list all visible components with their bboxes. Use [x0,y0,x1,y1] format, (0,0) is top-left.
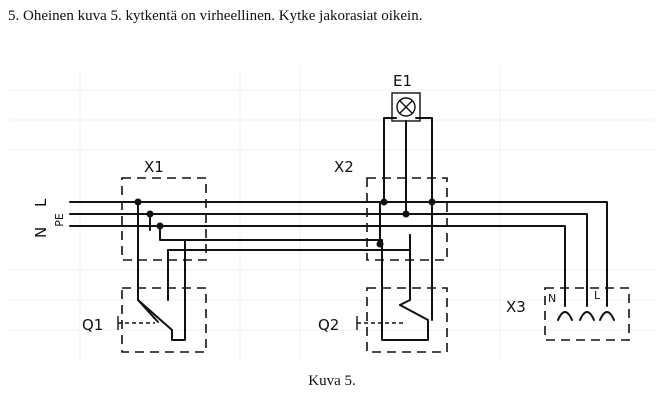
socket-terminal-icon [599,311,615,321]
junction-dot [156,222,164,230]
junction-dot [380,198,388,206]
junction-dot [402,210,410,218]
x1-wire-d [171,239,186,341]
label-Q2: Q2 [318,316,339,334]
question-text: 5. Oheinen kuva 5. kytkentä on virheelli… [8,8,423,24]
junction-dot [376,240,384,248]
junction-box-x1 [121,177,207,261]
x1-wire-e [167,234,411,251]
x1-wire-a [137,201,159,323]
label-N: N [32,227,50,238]
lamp-wire-left [383,117,397,203]
label-L: L [32,198,50,207]
socket-label-L: L [594,289,601,302]
switch-q1-contact [137,299,173,331]
lamp-e1-icon [396,97,416,117]
x2-wire-b [399,234,411,306]
conductor-L [69,201,608,307]
label-Q1: Q1 [82,316,103,334]
label-E1: E1 [393,72,412,90]
conductor-N [69,225,566,307]
label-X2: X2 [334,158,354,176]
junction-dot [146,210,154,218]
socket-terminal-icon [579,311,595,321]
junction-dot [428,198,436,206]
socket-terminal-icon [557,311,573,321]
switch-box-q1 [121,287,207,353]
lamp-wire-right [415,117,433,203]
label-X1: X1 [144,158,164,176]
label-X3: X3 [506,298,526,316]
socket-label-N: N [548,292,556,305]
conductor-PE [69,213,588,307]
socket-box-x3 [544,287,630,341]
switch-q2-contact [399,304,429,321]
label-PE: PE [53,213,66,227]
junction-box-x2 [366,177,448,261]
figure-caption: Kuva 5. [308,373,356,389]
x1-wire-c [159,225,429,341]
switch-box-q2 [366,287,448,353]
junction-dot [134,198,142,206]
